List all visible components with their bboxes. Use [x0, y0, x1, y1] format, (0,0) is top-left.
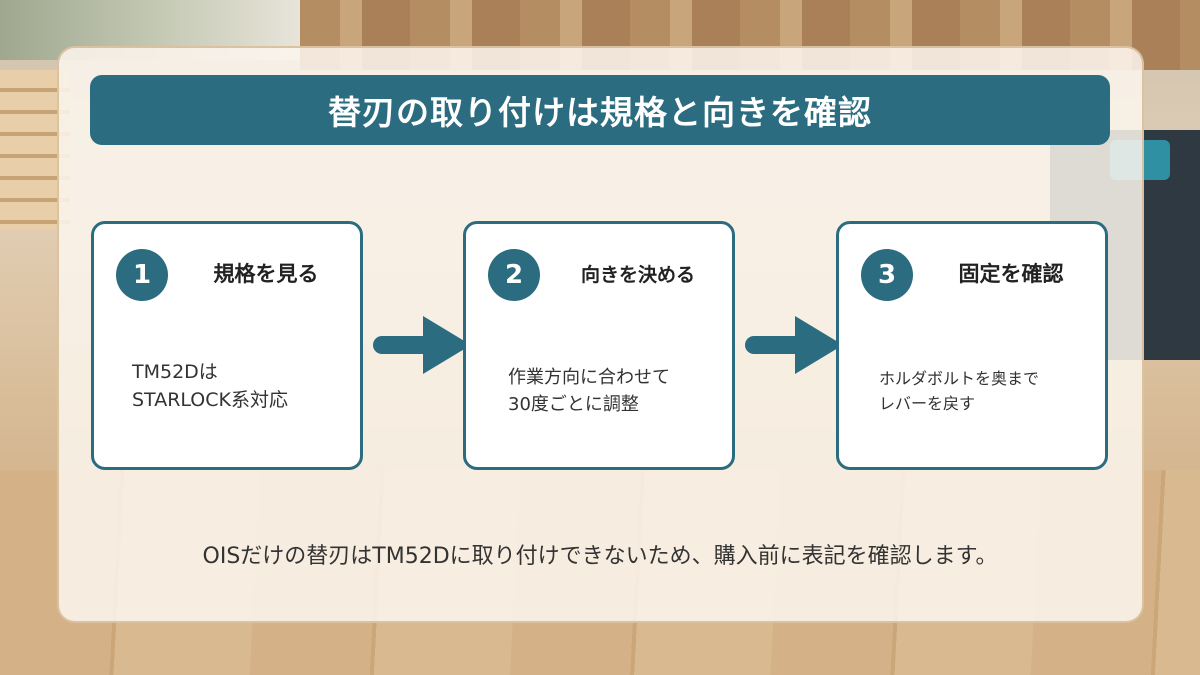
step-number-badge: 2 — [488, 249, 540, 301]
step-title: 規格を見る — [213, 262, 319, 286]
step-description: TM52Dは STARLOCK系対応 — [132, 358, 346, 414]
arrow-right-icon — [373, 316, 471, 374]
title-bar: 替刃の取り付けは規格と向きを確認 — [90, 75, 1110, 145]
footnote: OISだけの替刃はTM52Dに取り付けできないため、購入前に表記を確認します。 — [202, 544, 998, 569]
step-description-line: TM52Dは — [132, 361, 218, 383]
step-description-line: ホルダボルトを奥まで — [879, 369, 1040, 388]
step-description: ホルダボルトを奥まで レバーを戻す — [879, 366, 1091, 416]
step-description-line: 30度ごとに調整 — [508, 394, 639, 415]
step-card-2: 2 向きを決める 作業方向に合わせて 30度ごとに調整 — [463, 221, 735, 470]
step-description-line: レバーを戻す — [879, 394, 976, 413]
step-description: 作業方向に合わせて 30度ごとに調整 — [508, 364, 718, 418]
step-number-badge: 1 — [116, 249, 168, 301]
step-description-line: STARLOCK系対応 — [132, 389, 288, 411]
step-card-1: 1 規格を見る TM52Dは STARLOCK系対応 — [91, 221, 363, 470]
step-title: 固定を確認 — [958, 262, 1064, 286]
step-description-line: 作業方向に合わせて — [508, 367, 670, 388]
arrow-right-icon — [745, 316, 843, 374]
step-title: 向きを決める — [580, 264, 695, 286]
step-card-3: 3 固定を確認 ホルダボルトを奥まで レバーを戻す — [836, 221, 1108, 470]
page-title: 替刃の取り付けは規格と向きを確認 — [328, 93, 872, 132]
step-number-badge: 3 — [861, 249, 913, 301]
